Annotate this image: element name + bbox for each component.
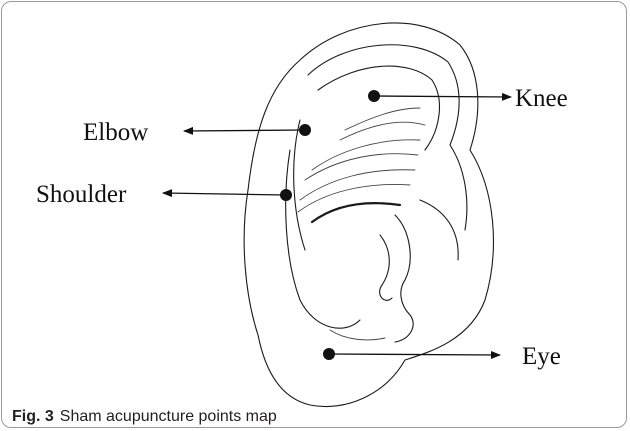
ear-illustration — [244, 23, 493, 407]
lobe-crease — [330, 330, 385, 340]
tragus — [380, 235, 392, 300]
antihelix-outer — [294, 120, 305, 250]
figure-number: Fig. 3 — [12, 408, 54, 425]
shoulder-arrow — [163, 193, 286, 195]
eye-label: Eye — [522, 343, 561, 370]
point-knee: Knee — [368, 85, 568, 112]
point-shoulder: Shoulder — [36, 181, 292, 208]
helix-inner-rim — [308, 45, 467, 230]
crus-line-4 — [298, 184, 410, 212]
helix-crus — [312, 203, 400, 222]
scapha-curve — [318, 66, 439, 150]
point-eye: Eye — [323, 343, 561, 370]
antitragus — [420, 200, 458, 260]
concha-edge — [395, 215, 413, 342]
fossa-line-1 — [345, 108, 420, 130]
eye-arrow — [329, 354, 500, 355]
knee-label: Knee — [515, 85, 568, 112]
figure-caption: Fig. 3 Sham acupuncture points map — [12, 405, 277, 429]
elbow-label: Elbow — [83, 119, 148, 146]
caption-text: Sham acupuncture points map — [60, 408, 277, 425]
elbow-arrow — [184, 130, 305, 131]
shoulder-label: Shoulder — [36, 181, 127, 208]
crus-line-2 — [305, 154, 418, 180]
point-elbow: Elbow — [83, 119, 311, 146]
knee-arrow — [374, 96, 511, 97]
fossa-line-2 — [340, 122, 425, 140]
crus-line-1 — [312, 140, 420, 170]
